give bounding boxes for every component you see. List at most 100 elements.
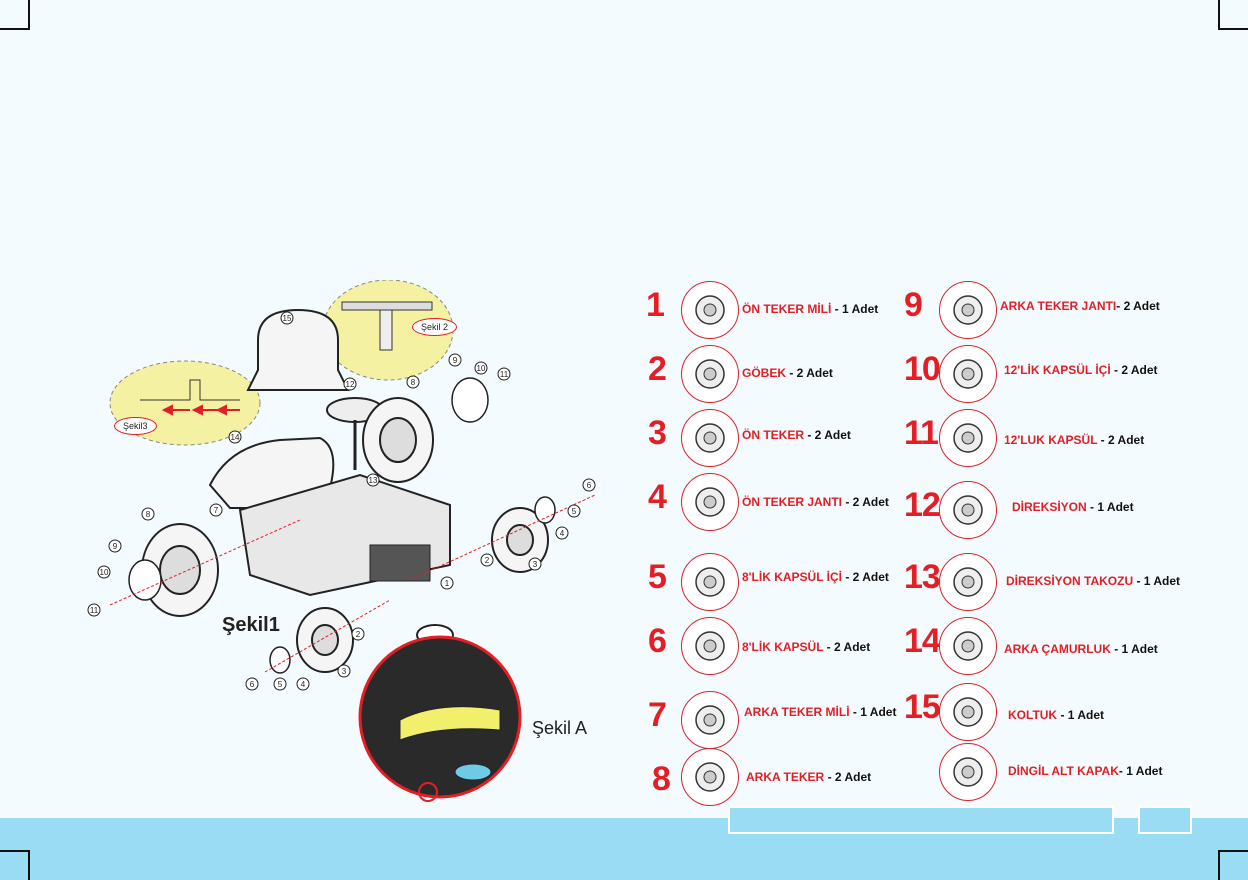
- footer-page-box: [1138, 806, 1192, 834]
- part-number: 6: [648, 622, 667, 660]
- part-label: ARKA TEKER - 2 Adet: [746, 770, 871, 784]
- footer-title-bar: [728, 806, 1114, 834]
- part-name: ARKA ÇAMURLUK: [1004, 642, 1111, 656]
- part-name: DİREKSİYON TAKOZU: [1006, 574, 1134, 588]
- part-number: 3: [648, 414, 667, 452]
- crop-mark-top-left-h: [0, 28, 30, 30]
- svg-text:12: 12: [346, 380, 355, 389]
- seat-icon: [939, 683, 997, 741]
- svg-text:15: 15: [283, 314, 292, 323]
- part-number: 10: [904, 350, 941, 388]
- part-number: 12: [904, 486, 941, 524]
- part-number: 7: [648, 696, 667, 734]
- crop-mark-top-left-v: [28, 0, 30, 28]
- callout-circles: 15 12 8 9 10 11 14 13 7 8 9 10 11 6 5 4 …: [87, 311, 596, 691]
- part-label: 12'LUK KAPSÜL - 2 Adet: [1004, 433, 1144, 447]
- crop-mark-bottom-left-h: [0, 850, 30, 852]
- part-name: ARKA TEKER: [746, 770, 825, 784]
- rims: [128, 377, 556, 674]
- part-quantity: - 1 Adet: [1110, 642, 1158, 656]
- part-quantity: - 1 Adet: [1118, 764, 1163, 778]
- part-quantity: - 2 Adet: [823, 640, 871, 654]
- part-name: ARKA TEKER MİLİ: [744, 705, 850, 719]
- bubble-3-arrows: [161, 404, 240, 416]
- part-name: KOLTUK: [1008, 708, 1058, 722]
- rear-wheel-right: [362, 397, 434, 483]
- part-name: 8'LİK KAPSÜL: [742, 640, 824, 654]
- rear-wheel-icon: [681, 748, 739, 806]
- part-name: ÖN TEKER MİLİ: [742, 302, 832, 316]
- rear-wheel-left: [141, 523, 219, 617]
- part-label: ARKA TEKER MİLİ - 1 Adet: [744, 705, 896, 719]
- svg-text:8: 8: [146, 510, 151, 519]
- part-name: ÖN TEKER JANTI: [742, 495, 843, 509]
- part-quantity: - 1 Adet: [831, 302, 879, 316]
- crop-mark-bottom-left-v: [28, 850, 30, 880]
- part-number: 1: [646, 286, 665, 324]
- svg-text:10: 10: [477, 364, 486, 373]
- crop-mark-bottom-right-h: [1218, 850, 1248, 852]
- part-name: ARKA TEKER JANTI: [1000, 299, 1117, 313]
- svg-text:11: 11: [90, 606, 99, 615]
- part-number: 4: [648, 478, 667, 516]
- part-label: 8'LİK KAPSÜL - 2 Adet: [742, 640, 870, 654]
- part-label: ARKA ÇAMURLUK - 1 Adet: [1004, 642, 1158, 656]
- part-name: DİREKSİYON: [1012, 500, 1087, 514]
- front-rim-icon: [681, 473, 739, 531]
- crop-mark-bottom-right-v: [1218, 850, 1220, 880]
- svg-text:14: 14: [231, 433, 240, 442]
- steering-wheel-icon: [939, 481, 997, 539]
- part-number: 13: [904, 558, 941, 596]
- rear-axle-icon: [681, 691, 739, 749]
- part-number: 8: [652, 760, 671, 798]
- part-number: 15: [904, 688, 941, 726]
- steering-mount-icon: [939, 553, 997, 611]
- part-quantity: - 1 Adet: [1057, 708, 1105, 722]
- svg-text:5: 5: [278, 680, 283, 689]
- figure-a-label: Şekil A: [532, 718, 588, 738]
- part-name: 8'LİK KAPSÜL İÇİ: [742, 570, 842, 584]
- part-number: 5: [648, 558, 667, 596]
- part-quantity: - 2 Adet: [824, 770, 872, 784]
- part-label: ÖN TEKER JANTI - 2 Adet: [742, 495, 889, 509]
- svg-text:7: 7: [214, 506, 219, 515]
- svg-text:6: 6: [587, 481, 592, 490]
- part-label: ÖN TEKER - 2 Adet: [742, 428, 851, 442]
- part-label: ÖN TEKER MİLİ - 1 Adet: [742, 302, 878, 316]
- svg-text:3: 3: [342, 667, 347, 676]
- part-name: GÖBEK: [742, 366, 787, 380]
- part-name: 12'LUK KAPSÜL: [1004, 433, 1098, 447]
- axle-cover-icon: [939, 743, 997, 801]
- part-name: ÖN TEKER: [742, 428, 805, 442]
- cap-insert-icon: [681, 553, 739, 611]
- svg-text:6: 6: [250, 680, 255, 689]
- rear-rim-icon: [939, 281, 997, 339]
- cap-icon: [939, 409, 997, 467]
- svg-text:1: 1: [445, 579, 450, 588]
- part-quantity: - 2 Adet: [804, 428, 851, 442]
- part-label: DİREKSİYON TAKOZU - 1 Adet: [1006, 574, 1180, 588]
- part-label: DİREKSİYON - 1 Adet: [1012, 500, 1134, 514]
- front-wheel-icon: [681, 409, 739, 467]
- part-quantity: - 1 Adet: [849, 705, 897, 719]
- highlighted-axle: [399, 706, 501, 741]
- part-name: DİNGİL ALT KAPAK: [1008, 764, 1119, 778]
- svg-text:2: 2: [356, 630, 361, 639]
- svg-text:4: 4: [560, 529, 565, 538]
- part-label: ARKA TEKER JANTI- 2 Adet: [1000, 299, 1160, 313]
- rear-fender-icon: [939, 617, 997, 675]
- cap-icon: [681, 617, 739, 675]
- part-name: 12'LİK KAPSÜL İÇİ: [1004, 363, 1111, 377]
- part-quantity: - 1 Adet: [1133, 574, 1181, 588]
- part-number: 14: [904, 622, 941, 660]
- hub-icon: [681, 345, 739, 403]
- part-quantity: - 2 Adet: [842, 495, 889, 509]
- bubble-2-label: Şekil 2: [412, 318, 458, 336]
- cap-insert-icon: [939, 345, 997, 403]
- seat: [246, 308, 350, 391]
- axle-rod-icon: [681, 281, 739, 339]
- part-quantity: - 2 Adet: [841, 570, 889, 584]
- part-quantity: - 2 Adet: [786, 366, 833, 380]
- crop-mark-top-right-h: [1218, 28, 1248, 30]
- part-number: 2: [648, 350, 667, 388]
